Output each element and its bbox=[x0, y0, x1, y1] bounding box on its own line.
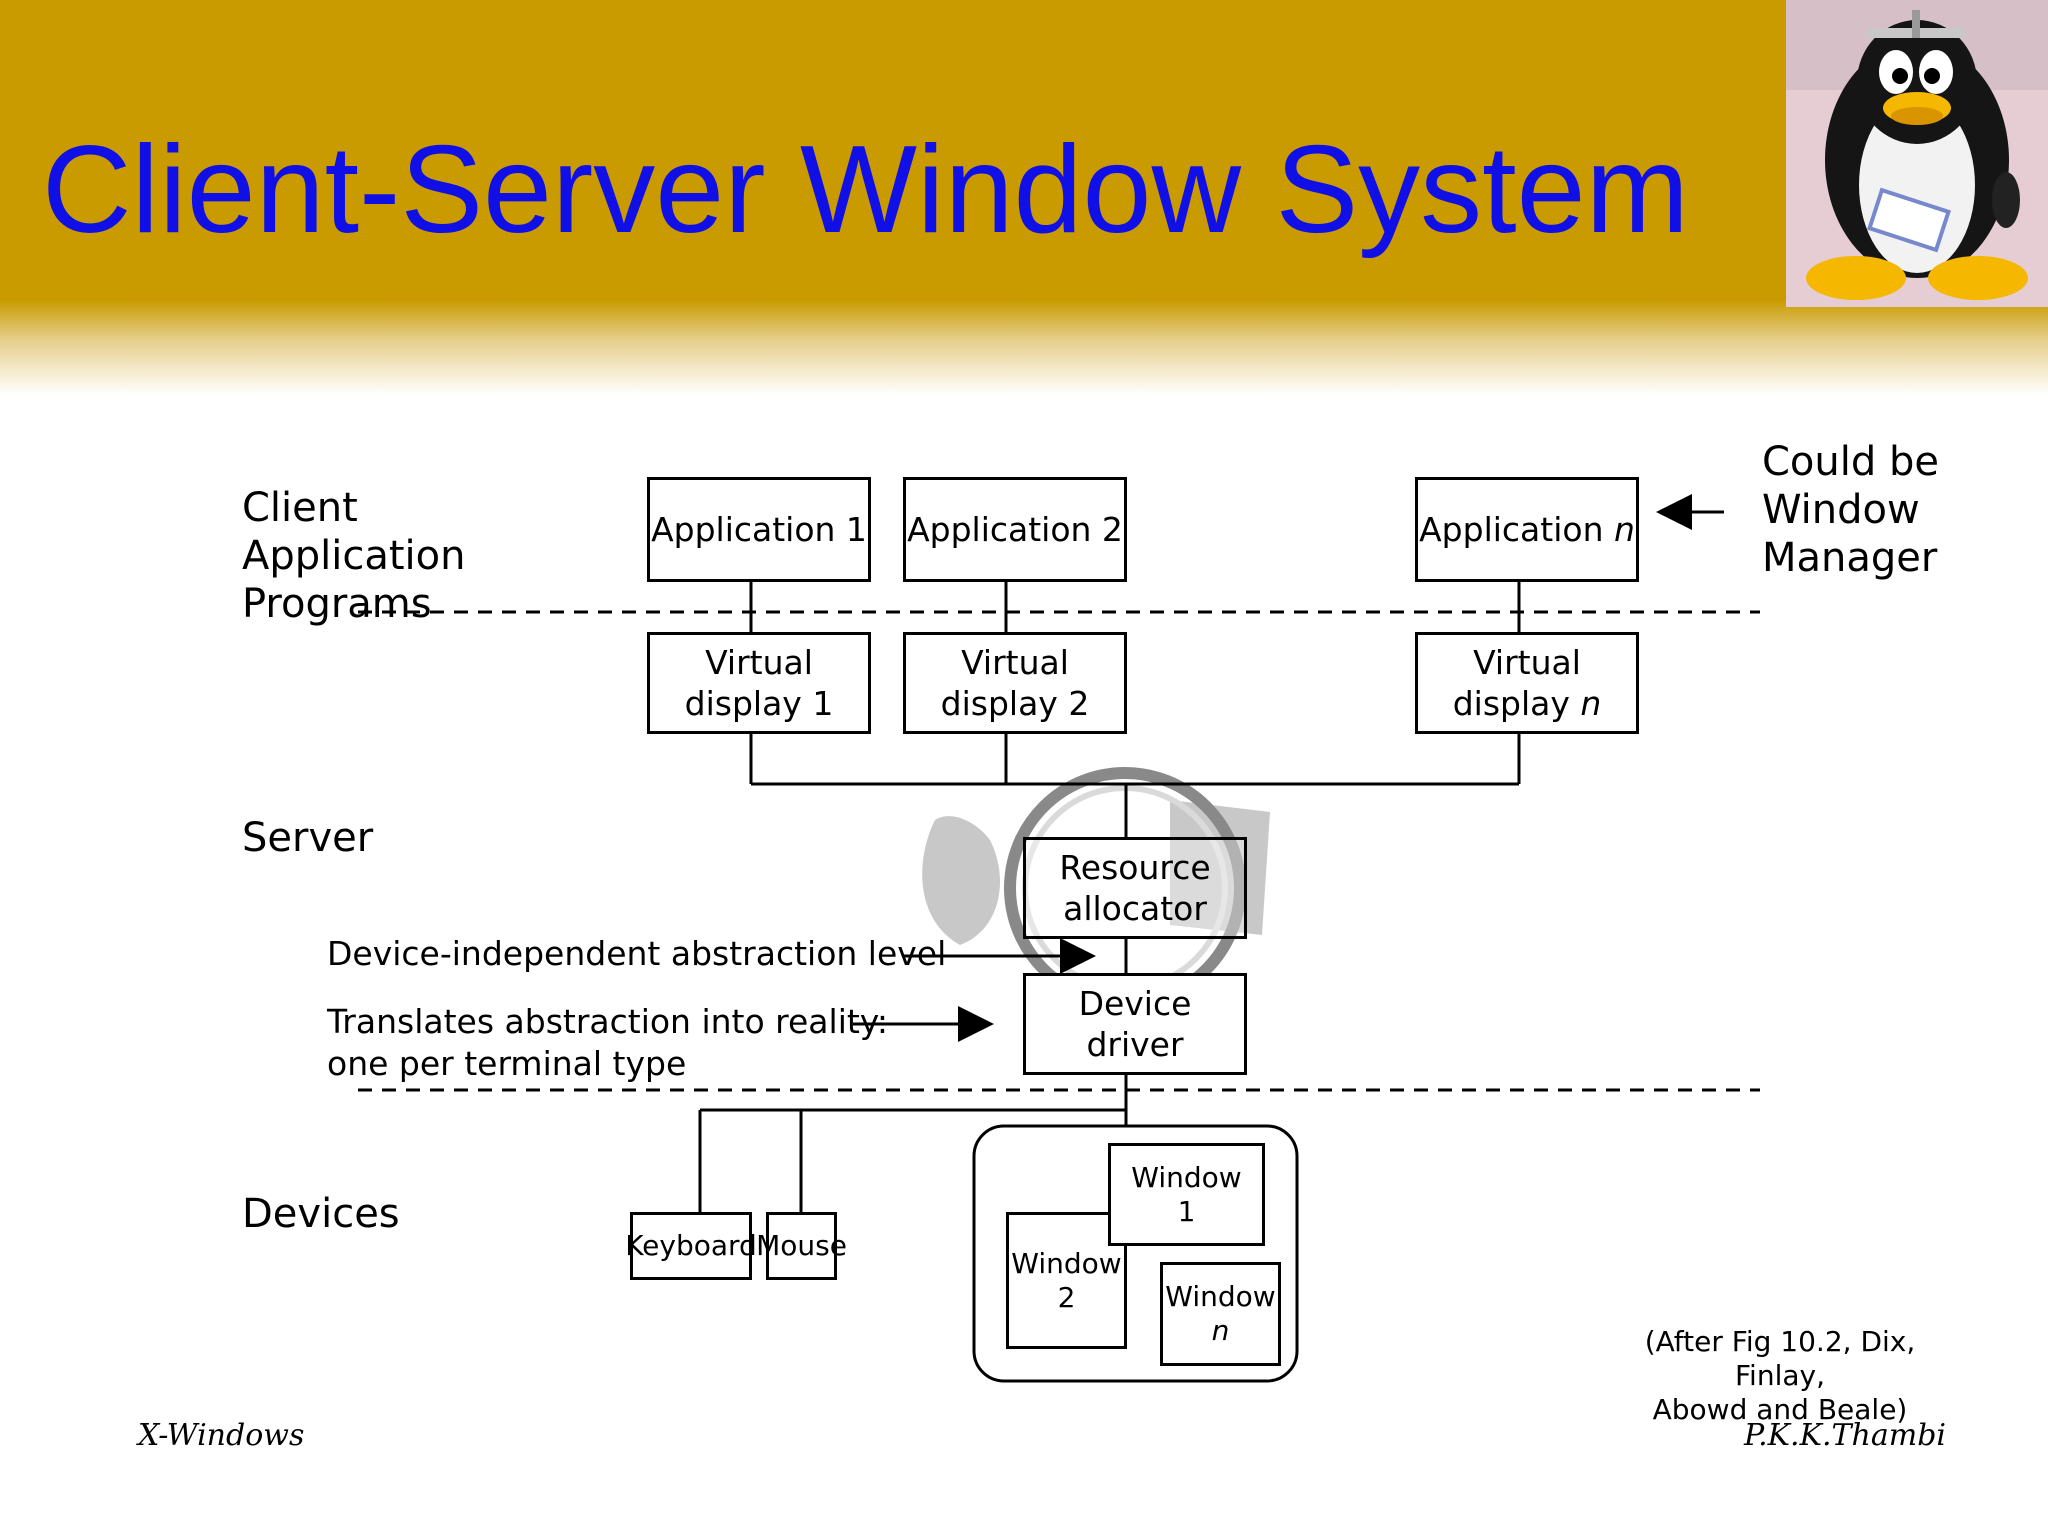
resource-allocator-line1: Resource bbox=[1059, 848, 1211, 887]
window-1-line1: Window bbox=[1131, 1160, 1242, 1194]
application-n-box: Application n bbox=[1415, 477, 1639, 582]
window-manager-note: Could be Window Manager bbox=[1762, 439, 1939, 581]
virtual-display-1-line1: Virtual bbox=[705, 643, 813, 682]
mouse-label: Mouse bbox=[756, 1229, 847, 1262]
window-1-line2: 1 bbox=[1177, 1194, 1196, 1228]
keyboard-box: Keyboard bbox=[625, 1212, 757, 1280]
window-n-line1: Window bbox=[1165, 1280, 1276, 1313]
translation-note-line1: Translates abstraction into reality: bbox=[327, 1002, 889, 1041]
virtual-display-1-line2: display 1 bbox=[684, 684, 834, 723]
application-2-label: Application 2 bbox=[907, 510, 1123, 549]
resource-allocator-box: Resource allocator bbox=[1023, 837, 1247, 939]
translation-note-line2: one per terminal type bbox=[327, 1044, 687, 1083]
window-2-line2: 2 bbox=[1057, 1280, 1076, 1314]
window-n-box: Window n bbox=[1160, 1262, 1281, 1366]
device-driver-line2: driver bbox=[1086, 1025, 1184, 1064]
mouse-box: Mouse bbox=[756, 1212, 847, 1280]
application-1-label: Application 1 bbox=[651, 510, 867, 549]
application-n-suffix: n bbox=[1613, 510, 1635, 549]
virtual-display-n-box: Virtual display n bbox=[1415, 632, 1639, 734]
window-1-box: Window 1 bbox=[1108, 1143, 1265, 1246]
application-2-box: Application 2 bbox=[903, 477, 1127, 582]
penguin-mascot-icon bbox=[1786, 0, 2048, 307]
citation-line1: (After Fig 10.2, Dix, Finlay, bbox=[1644, 1325, 1916, 1392]
virtual-display-n-line1: Virtual bbox=[1473, 643, 1581, 682]
virtual-display-2-line1: Virtual bbox=[961, 643, 1069, 682]
header-band bbox=[0, 0, 2048, 395]
footer-author: P.K.K.Thambi bbox=[1743, 1418, 1946, 1453]
abstraction-note: Device-independent abstraction level bbox=[327, 934, 947, 973]
figure-citation: (After Fig 10.2, Dix, Finlay, Abowd and … bbox=[1600, 1325, 1960, 1427]
resource-allocator-line2: allocator bbox=[1063, 889, 1207, 928]
window-2-line1: Window bbox=[1011, 1246, 1122, 1280]
keyboard-label: Keyboard bbox=[625, 1229, 757, 1262]
window-n-line2: n bbox=[1211, 1314, 1230, 1347]
application-1-box: Application 1 bbox=[647, 477, 871, 582]
device-driver-box: Device driver bbox=[1023, 973, 1247, 1075]
citation-line2: Abowd and Beale) bbox=[1652, 1393, 1908, 1426]
virtual-display-2-line2: display 2 bbox=[940, 684, 1090, 723]
footer-topic: X-Windows bbox=[138, 1418, 305, 1453]
translation-note: Translates abstraction into reality: one… bbox=[327, 1001, 888, 1085]
virtual-display-n-suffix: n bbox=[1580, 684, 1602, 723]
virtual-display-2-box: Virtual display 2 bbox=[903, 632, 1127, 734]
virtual-display-n-line2: display bbox=[1452, 684, 1581, 723]
virtual-display-1-box: Virtual display 1 bbox=[647, 632, 871, 734]
server-label: Server bbox=[242, 815, 374, 861]
client-programs-label: Client Application Programs bbox=[242, 485, 466, 627]
application-n-label: Application bbox=[1419, 510, 1614, 549]
window-2-box: Window 2 bbox=[1006, 1212, 1127, 1349]
devices-label: Devices bbox=[242, 1191, 400, 1237]
slide-title: Client-Server Window System bbox=[42, 121, 1689, 259]
display-screen bbox=[972, 1124, 1299, 1383]
device-driver-line1: Device bbox=[1078, 984, 1192, 1023]
